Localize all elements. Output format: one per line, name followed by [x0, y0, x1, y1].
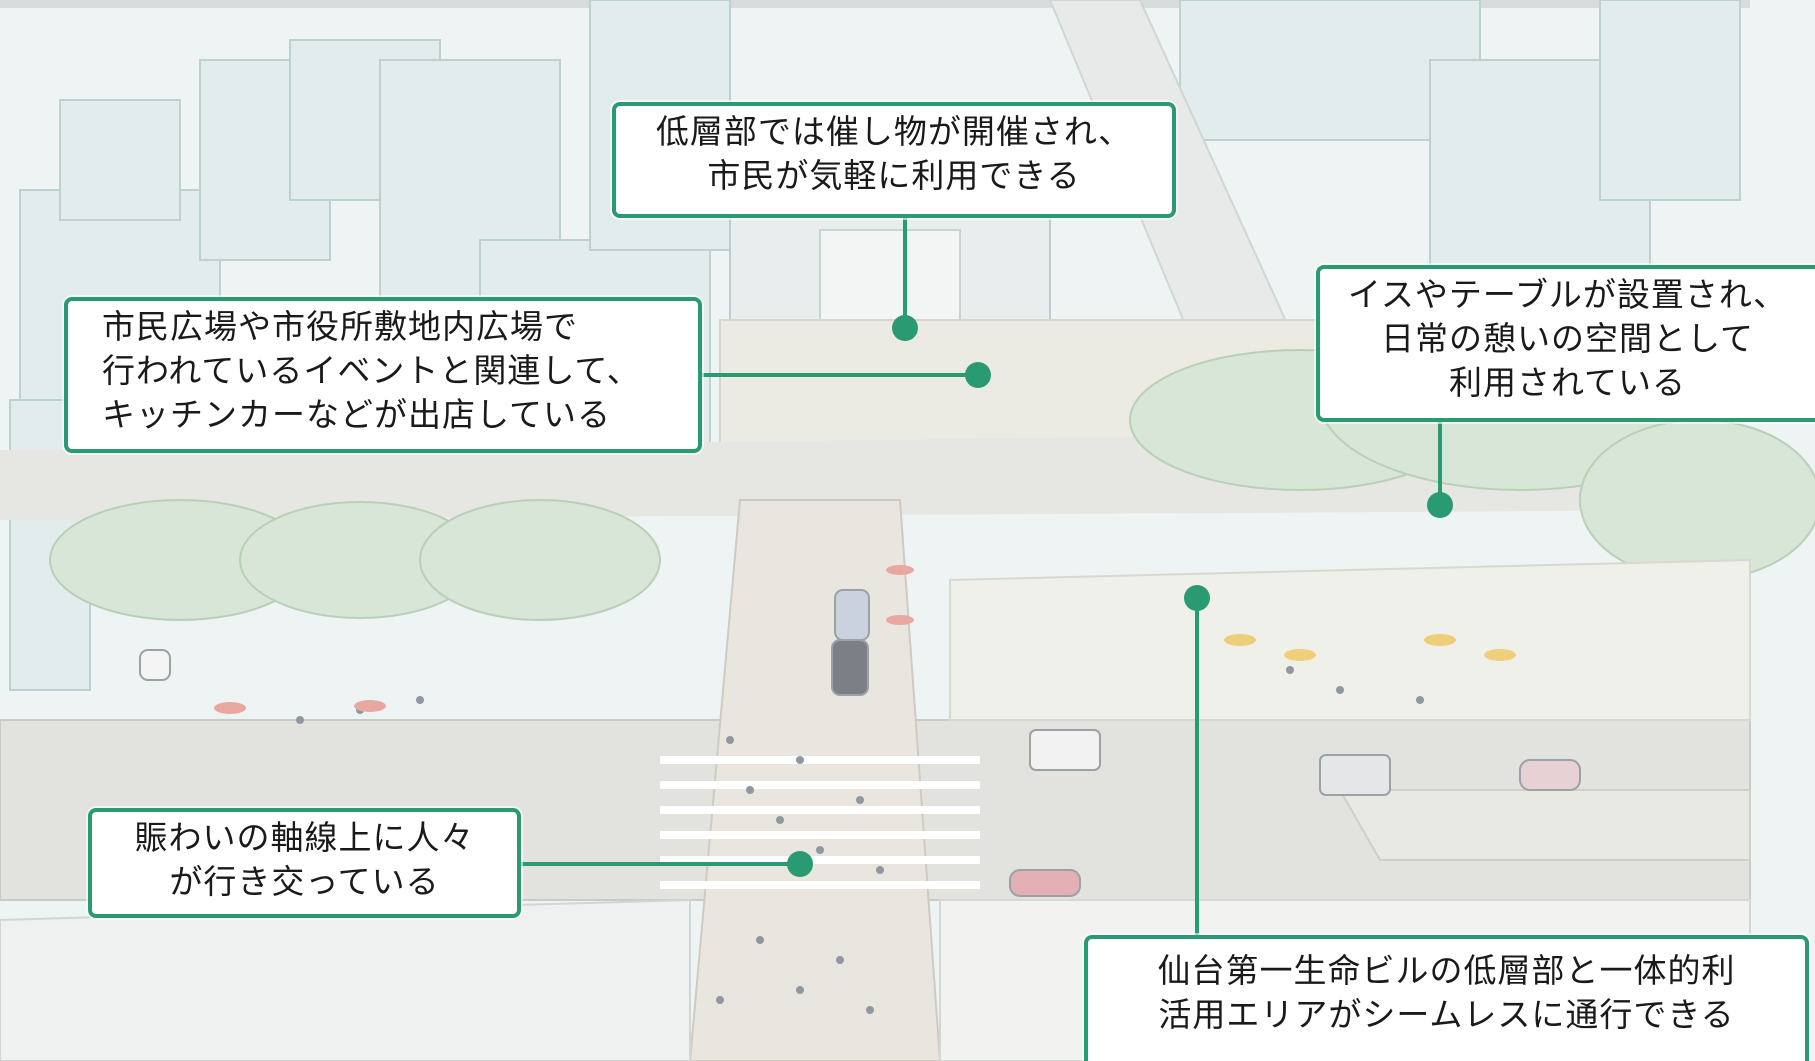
callout-axis-line1: 賑わいの軸線上に人々: [134, 818, 475, 857]
callout-chairs-line2: 日常の憩いの空間として: [1380, 319, 1754, 358]
marker-dot-kitchen: [965, 362, 991, 388]
central-avenue: [688, 499, 942, 1061]
marker-dot-chairs: [1427, 492, 1453, 518]
callout-seamless-line1: 仙台第一生命ビルの低層部と一体的利: [1157, 951, 1736, 990]
callout-busy-axis: 賑わいの軸線上に人々 が行き交っている: [88, 808, 521, 918]
callout-seamless-line2: 活用エリアがシームレスに通行できる: [1158, 995, 1735, 1034]
marker-dot-axis: [787, 851, 813, 877]
marker-dot-lowrise: [892, 315, 918, 341]
connector-lines: [517, 215, 1442, 938]
callout-kitchen-car: 市民広場や市役所敷地内広場で 行われているイベントと関連して、 キッチンカーなど…: [64, 297, 702, 453]
central-building: [729, 209, 1051, 331]
marker-dot-seamless: [1184, 585, 1210, 611]
callout-lowrise-event: 低層部では催し物が開催され、 市民が気軽に利用できる: [612, 102, 1176, 218]
umbrellas: [214, 565, 914, 714]
callout-seamless-passage: 仙台第一生命ビルの低層部と一体的利 活用エリアがシームレスに通行できる: [1084, 935, 1809, 1061]
right-plaza: [949, 558, 1751, 721]
callout-kitchen-line1: 市民広場や市役所敷地内広場で: [102, 307, 578, 346]
callout-lowrise-line2: 市民が気軽に利用できる: [707, 156, 1081, 195]
callout-chairs-line1: イスやテーブルが設置され、: [1347, 275, 1788, 314]
callout-chairs-tables: イスやテーブルが設置され、 日常の憩いの空間として 利用されている: [1316, 265, 1815, 422]
crosswalk: [660, 756, 980, 889]
callout-kitchen-line3: キッチンカーなどが出店している: [102, 395, 612, 434]
crowd: [296, 666, 1424, 1014]
callout-chairs-line3: 利用されている: [1448, 363, 1686, 402]
callout-lowrise-line1: 低層部では催し物が開催され、: [655, 112, 1133, 151]
yellow-umbrellas: [1224, 634, 1516, 661]
vehicles: [139, 589, 1581, 897]
callout-kitchen-line2: 行われているイベントと関連して、: [102, 351, 641, 390]
top-band: [0, 0, 1750, 8]
hatched-area: [1338, 789, 1751, 861]
lower-left-building: [0, 898, 691, 1061]
marker-dots: [787, 315, 1453, 877]
callout-axis-line2: が行き交っている: [169, 862, 440, 901]
